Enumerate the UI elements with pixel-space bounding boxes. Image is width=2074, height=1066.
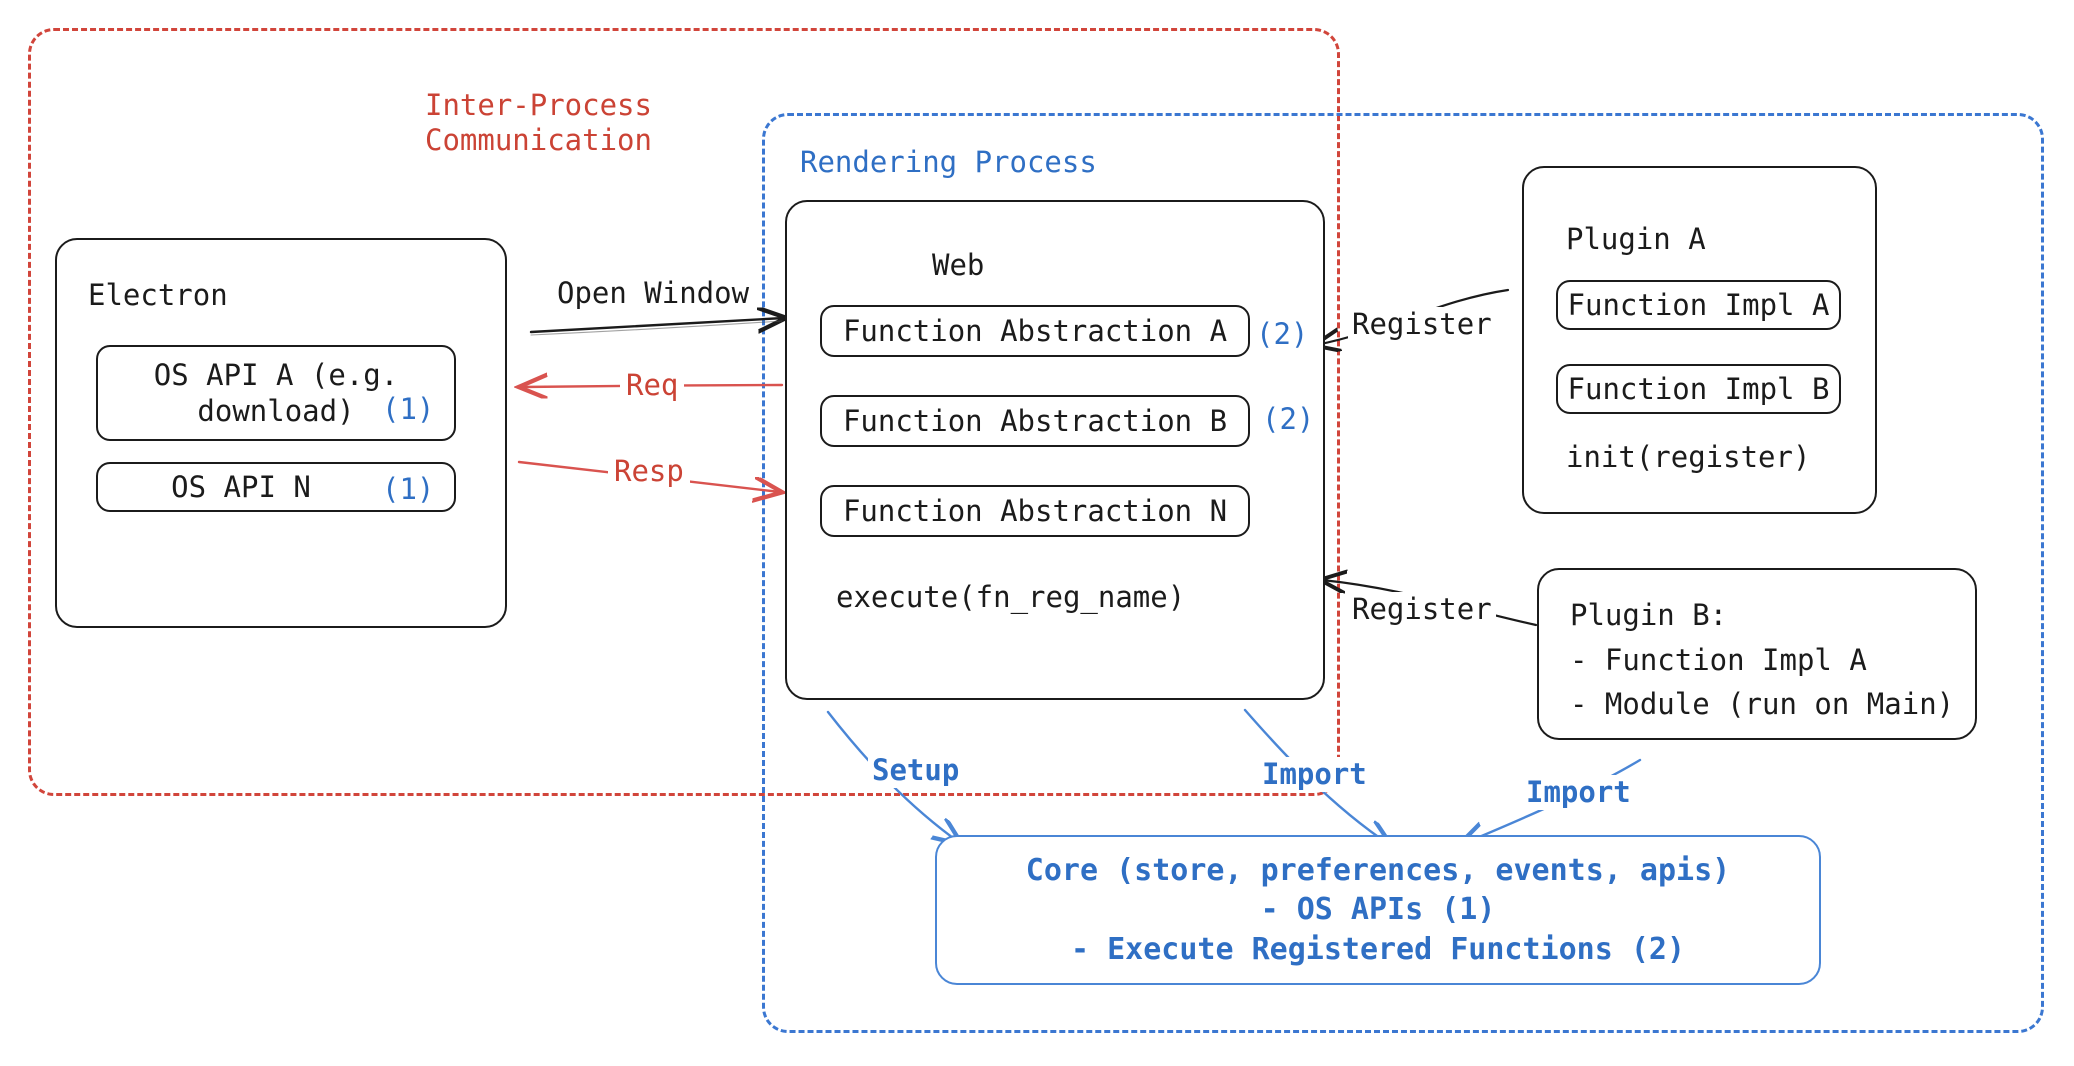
plugin-a-function-impl-b-pill[interactable]: Function Impl B bbox=[1556, 364, 1841, 414]
function-abstraction-a-pill[interactable]: Function Abstraction A bbox=[820, 305, 1250, 357]
label-setup: Setup bbox=[868, 753, 964, 789]
plugin-b-box[interactable] bbox=[1537, 568, 1977, 740]
core-line-os-apis: - OS APIs (1) bbox=[1260, 892, 1496, 928]
core-line-main: Core (store, preferences, events, apis) bbox=[1025, 852, 1731, 888]
label-resp: Resp bbox=[608, 454, 690, 490]
label-import-plugin-b: Import bbox=[1522, 775, 1635, 811]
function-abstraction-a-mark: (2) bbox=[1256, 317, 1309, 351]
label-rendering-process: Rendering Process bbox=[800, 145, 1097, 179]
os-api-a-label: OS API A (e.g. download) bbox=[153, 357, 399, 428]
os-api-a-mark: (1) bbox=[382, 392, 435, 426]
web-title: Web bbox=[932, 248, 985, 282]
function-abstraction-b-pill[interactable]: Function Abstraction B bbox=[820, 395, 1250, 447]
plugin-a-title: Plugin A bbox=[1566, 222, 1706, 256]
plugin-a-function-impl-b-label: Function Impl B bbox=[1567, 371, 1830, 406]
function-abstraction-n-pill[interactable]: Function Abstraction N bbox=[820, 485, 1250, 537]
plugin-a-box[interactable] bbox=[1522, 166, 1877, 514]
function-abstraction-a-label: Function Abstraction A bbox=[842, 313, 1228, 348]
core-line-execute-registered: - Execute Registered Functions (2) bbox=[1070, 931, 1686, 967]
plugin-a-function-impl-a-label: Function Impl A bbox=[1567, 287, 1830, 322]
plugin-b-item-function-impl-a: - Function Impl A bbox=[1570, 643, 1867, 677]
os-api-a-pill[interactable]: OS API A (e.g. download) bbox=[96, 345, 456, 441]
core-box[interactable]: Core (store, preferences, events, apis) … bbox=[935, 835, 1821, 985]
function-abstraction-b-mark: (2) bbox=[1262, 402, 1315, 436]
label-open-window: Open Window bbox=[557, 276, 750, 310]
os-api-n-pill[interactable]: OS API N bbox=[96, 462, 456, 512]
electron-title: Electron bbox=[88, 278, 228, 312]
function-abstraction-n-label: Function Abstraction N bbox=[842, 493, 1228, 528]
label-inter-process-communication: Inter-Process Communication bbox=[425, 88, 652, 158]
label-register-b: Register bbox=[1348, 592, 1496, 628]
web-execute-label: execute(fn_reg_name) bbox=[836, 580, 1186, 614]
plugin-a-init-label: init(register) bbox=[1566, 440, 1811, 474]
region-inter-process-communication bbox=[28, 28, 1340, 796]
plugin-b-title: Plugin B: bbox=[1570, 598, 1728, 632]
os-api-n-mark: (1) bbox=[382, 472, 435, 506]
label-import-web: Import bbox=[1258, 757, 1371, 793]
label-register-a: Register bbox=[1348, 307, 1496, 343]
web-box[interactable] bbox=[785, 200, 1325, 700]
label-req: Req bbox=[620, 368, 685, 404]
os-api-n-label: OS API N bbox=[171, 469, 311, 504]
function-abstraction-b-label: Function Abstraction B bbox=[842, 403, 1228, 438]
region-rendering-process bbox=[762, 113, 2044, 1033]
plugin-b-item-module: - Module (run on Main) bbox=[1570, 687, 1955, 721]
plugin-a-function-impl-a-pill[interactable]: Function Impl A bbox=[1556, 280, 1841, 330]
